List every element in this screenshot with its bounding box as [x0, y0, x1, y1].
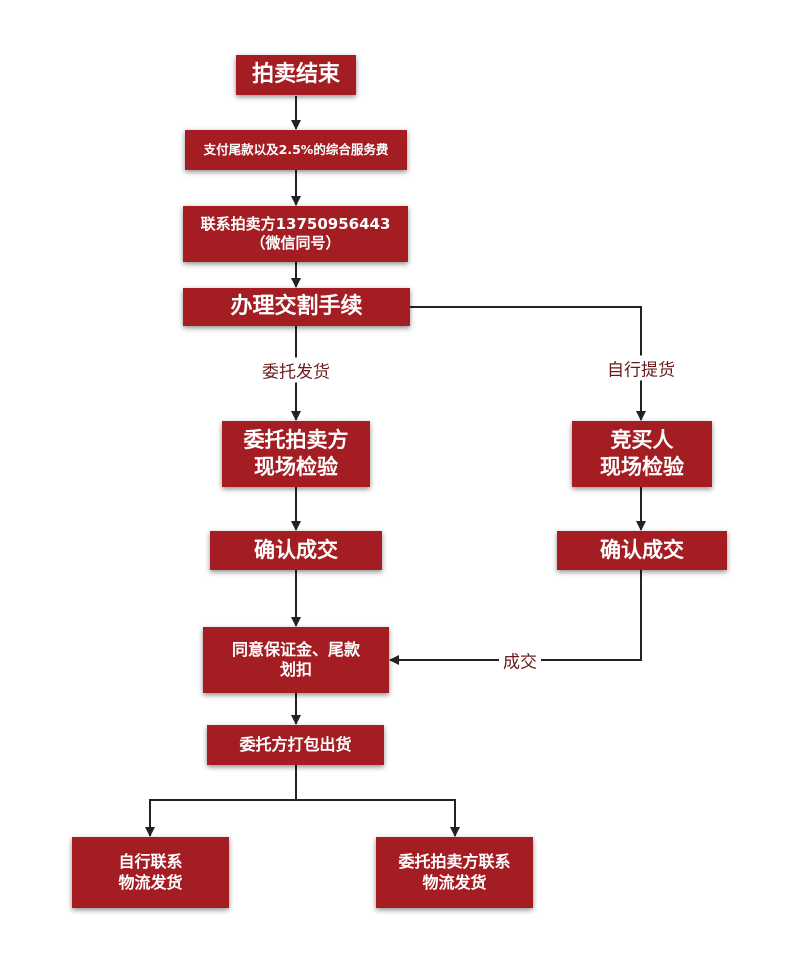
- consignor-logistics-box: 委托拍卖方联系 物流发货: [376, 837, 533, 908]
- agree-deduct-box: 同意保证金、尾款 划扣: [203, 627, 389, 693]
- edge-label-deal: 成交: [499, 647, 541, 673]
- arrow-pack-to-self-logistics: [145, 765, 297, 837]
- confirm-deal-left-box: 确认成交: [210, 531, 382, 570]
- arrow-handover-to-buyer-inspect: [410, 306, 646, 421]
- arrow-pack-to-consignor-logistics: [296, 799, 460, 837]
- pack-ship-box: 委托方打包出货: [207, 725, 384, 765]
- consignor-inspect-box: 委托拍卖方 现场检验: [222, 421, 370, 487]
- pay-balance-box: 支付尾款以及2.5%的综合服务费: [185, 130, 407, 170]
- handover-box: 办理交割手续: [183, 288, 410, 326]
- edge-label-self-pickup: 自行提货: [603, 355, 679, 381]
- self-logistics-box: 自行联系 物流发货: [72, 837, 229, 908]
- buyer-inspect-box: 竞买人 现场检验: [572, 421, 712, 487]
- confirm-deal-right-box: 确认成交: [557, 531, 727, 570]
- edge-label-entrust-ship: 委托发货: [258, 357, 334, 383]
- arrow-right-confirm-to-agree: [389, 570, 642, 665]
- contact-seller-box: 联系拍卖方13750956443 （微信同号）: [183, 206, 408, 262]
- auction-end-box: 拍卖结束: [236, 55, 356, 95]
